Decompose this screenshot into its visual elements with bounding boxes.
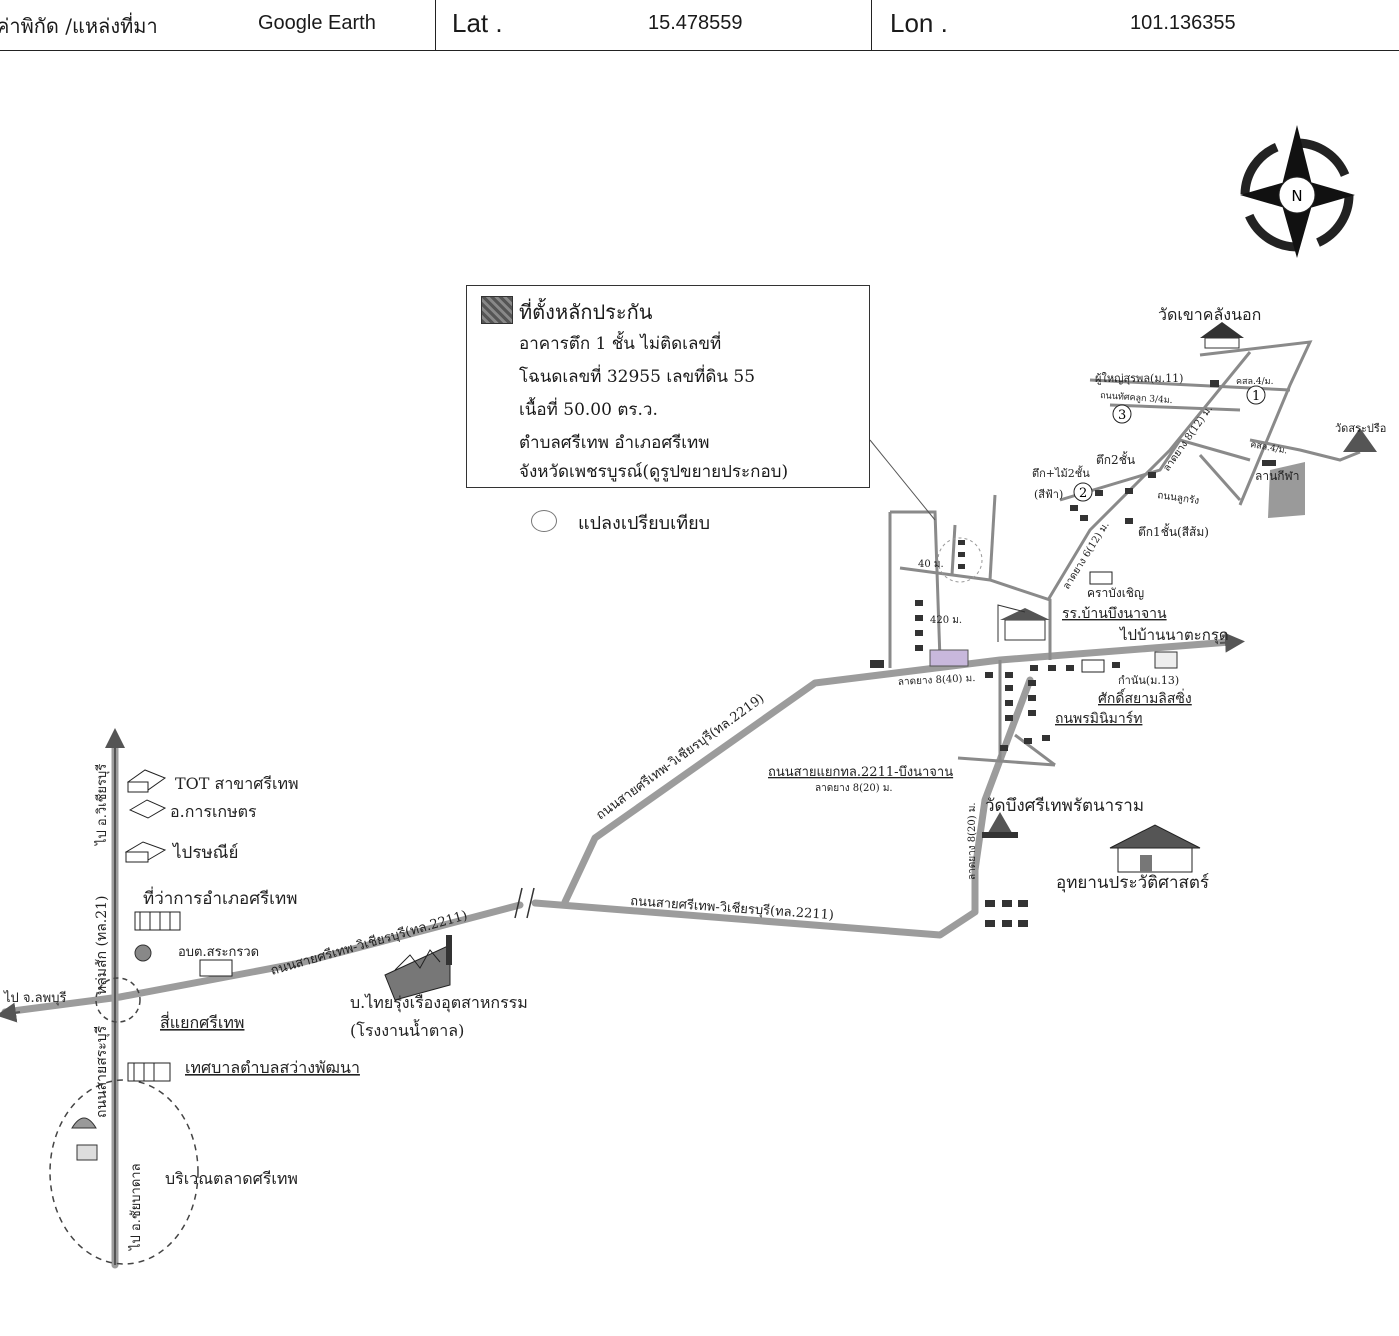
- label-to-chaibadan: ไป อ.ชัยบาดาล: [128, 1163, 144, 1251]
- label-intersection: สี่แยกศรีเทพ: [160, 1011, 244, 1032]
- comparable-site-circle: [937, 537, 983, 583]
- label-market: บริเวณตลาดศรีเทพ: [165, 1169, 298, 1188]
- source-value: Google Earth: [258, 12, 376, 34]
- intersection-circle: [95, 977, 141, 1023]
- tot-building-icon: [126, 769, 167, 793]
- label-kso4: คสล.4/ม.: [1236, 377, 1274, 387]
- label-tuk2: ตึก2ชั้น: [1096, 451, 1135, 467]
- label-obt: อบต.สระกรวด: [178, 945, 259, 960]
- road-2211-east: [531, 676, 1034, 939]
- svg-text:3: 3: [1118, 408, 1126, 423]
- svg-text:2: 2: [1079, 486, 1087, 501]
- label-school: รร.บ้านบึงนาจาน: [1062, 606, 1167, 622]
- temple-sa-icon: [1343, 428, 1377, 452]
- label-dist420: 420 ม.: [930, 615, 962, 626]
- label-kamnan: กำนัน(ม.13): [1118, 674, 1179, 687]
- market-shop-icon: [76, 1144, 98, 1161]
- legend-line5: จังหวัดเพชรบูรณ์(ดูรูปขยายประกอบ): [519, 462, 789, 482]
- label-kra: คราบังเชิญ: [1087, 586, 1144, 600]
- lat-cell: Lat . 15.478559: [435, 0, 872, 50]
- house-markers: [870, 380, 1276, 927]
- obt-marker-icon: [134, 944, 152, 962]
- label-lat-b8-40: ลาดยาง 8(40) ม.: [898, 673, 976, 688]
- numbered-markers: 1 2 3: [1073, 385, 1266, 502]
- label-to-lopburi: ไป จ.ลพบุรี: [3, 990, 66, 1006]
- label-factory-line1: บ.ไทยรุ่งเรืองอุตสาหกรรม: [350, 993, 528, 1013]
- school-building-icon: [997, 604, 1050, 642]
- label-sak: ศักดิ์สยามลิสซิ่ง: [1098, 688, 1192, 707]
- label-tot: TOT สาขาศรีเทพ: [175, 774, 299, 793]
- label-agri: อ.การเกษตร: [170, 802, 257, 821]
- shell-station-icon: [71, 1117, 97, 1129]
- temple-bueng-icon: [982, 812, 1018, 838]
- label-municipality: เทศบาลตำบลสว่างพัฒนา: [185, 1058, 360, 1077]
- temple-khao-icon: [1200, 322, 1244, 349]
- label-sky: (สีฟ้า): [1034, 488, 1063, 501]
- road-2211-west: [1, 901, 524, 1016]
- kamnan-building-icon: [1154, 651, 1178, 669]
- comparable-legend-label: แปลงเปรียบเทียบ: [578, 513, 711, 534]
- legend-line4: ตำบลศรีเทพ อำเภอศรีเทพ: [519, 433, 710, 453]
- lon-label: Lon .: [890, 8, 948, 38]
- road-2219: [561, 638, 1234, 906]
- label-tuk1: ตึก1ชั้น(สีส้ม): [1138, 523, 1209, 539]
- collateral-swatch-icon: [481, 296, 513, 324]
- label-post: ไปรษณีย์: [171, 842, 238, 863]
- label-dist40: 40 ม.: [918, 559, 944, 570]
- location-map: N: [0, 125, 1386, 1269]
- west-road-arrow: [0, 1002, 21, 1023]
- stadium-area: [1268, 462, 1305, 518]
- label-road-21: หล่มสัก (ทล.21): [94, 895, 110, 995]
- lat-label: Lat .: [452, 8, 503, 38]
- lon-cell: Lon . 101.136355: [871, 0, 1399, 50]
- sak-building-icon: [1081, 659, 1105, 673]
- municipality-building-icon: [127, 1062, 171, 1082]
- label-wat-khao: วัดเขาคลังนอก: [1158, 305, 1261, 324]
- label-lat-b8-20-vertical: ลาดยาง 8(20) ม.: [967, 802, 978, 880]
- label-park: อุทยานประวัติศาสตร์: [1056, 873, 1209, 893]
- obt-building-icon: [199, 959, 233, 977]
- legend-line1: อาคารตึก 1 ชั้น ไม่ติดเลขที่: [519, 334, 722, 354]
- svg-text:1: 1: [1252, 389, 1260, 404]
- north-arrow-icon: N: [1240, 125, 1355, 258]
- label-factory-line2: (โรงงานน้ำตาล): [350, 1019, 464, 1040]
- legend-pointer-line: [869, 439, 936, 521]
- label-thanon-luk: ถนนลูกรัง: [1157, 490, 1200, 507]
- legend-box: ที่ตั้งหลักประกัน อาคารตึก 1 ชั้น ไม่ติด…: [466, 285, 870, 488]
- label-wat-bueng: วัดบึงศรีเทพรัตนาราม: [985, 796, 1144, 816]
- north-letter: N: [1291, 187, 1302, 205]
- label-to-natakrut: ไปบ้านนาตะกรุด: [1119, 626, 1229, 645]
- kra-building-icon: [1089, 571, 1113, 585]
- factory-icon: [384, 935, 452, 1001]
- label-stadium: ลานกีฬา: [1255, 469, 1300, 483]
- legend-line2: โฉนดเลขที่ 32955 เลขที่ดิน 55: [519, 367, 756, 387]
- label-to-wichian: ไป อ.วิเชียรบุรี: [94, 764, 110, 846]
- header-bar: ค่าพิกัด /แหล่งที่มา Google Earth Lat . …: [0, 0, 1399, 51]
- agri-office-icon: [128, 799, 167, 819]
- legend-line3: เนื้อที่ 50.00 ตร.ว.: [519, 400, 658, 420]
- label-tuk-wood: ตึก+ไม้2ชั้น: [1032, 465, 1090, 480]
- label-district: ที่ว่าการอำเภอศรีเทพ: [143, 886, 297, 909]
- road-break-mark: [514, 887, 535, 919]
- label-road-junction: ถนนสายแยกทล.2211-บึงนาจาน: [768, 765, 953, 780]
- district-office-icon: [134, 911, 181, 931]
- lat-value: 15.478559: [648, 12, 743, 34]
- label-phuyai: ผู้ใหญ่สุรพล(ม.11): [1095, 372, 1183, 385]
- label-phon: ถนพรมินิมาร์ท: [1055, 710, 1142, 727]
- historical-park-icon: [1109, 824, 1201, 873]
- label-saraburi: ถนนสายสระบุรี: [94, 1025, 110, 1118]
- post-office-icon: [124, 841, 167, 863]
- coord-source-label: ค่าพิกัด /แหล่งที่มา: [0, 14, 158, 38]
- label-lat-b8-20: ลาดยาง 8(20) ม.: [815, 783, 893, 794]
- village-roads: [888, 340, 1361, 767]
- label-wat-sa: วัดสระปรือ: [1335, 422, 1386, 435]
- east-road-arrow: [1219, 632, 1245, 653]
- market-area-circle: [49, 1079, 199, 1265]
- lon-value: 101.136355: [1130, 12, 1236, 34]
- legend-title: ที่ตั้งหลักประกัน: [519, 300, 653, 324]
- label-road-2219: ถนนสายศรีเทพ-วิเชียรบุรี(ทล.2219): [593, 690, 767, 823]
- collateral-site-marker: [929, 649, 969, 667]
- comparable-legend-icon: [531, 510, 557, 532]
- label-road-b: คสล.4/ม.: [1249, 440, 1288, 456]
